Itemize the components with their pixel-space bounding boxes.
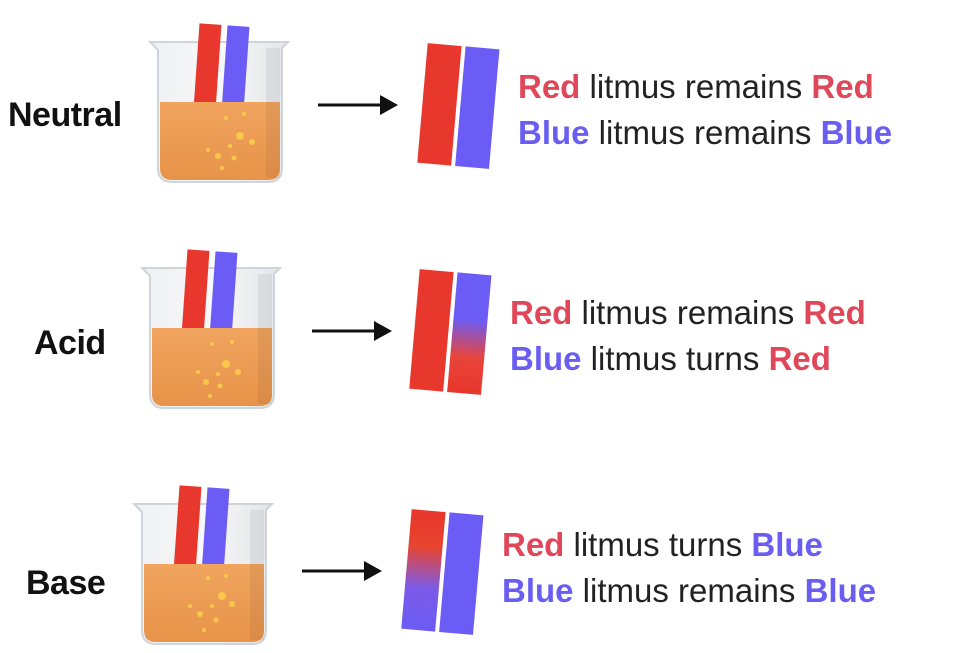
- desc-line-2: Blue litmus remains Blue: [502, 572, 877, 609]
- desc-line-2: Blue litmus remains Blue: [518, 114, 893, 151]
- blue-strip-neutral: [455, 46, 500, 169]
- beaker-base-icon: [132, 485, 275, 645]
- arrow-acid-icon: [312, 321, 392, 341]
- desc-line-1: Red litmus remains Red: [518, 68, 874, 105]
- arrow-base-icon: [302, 561, 382, 581]
- strip-pair-base: [401, 509, 484, 635]
- strip-pair-acid: [409, 269, 492, 395]
- red-strip-acid: [409, 269, 454, 392]
- red-strip-neutral: [417, 43, 462, 166]
- desc-line-2: Blue litmus turns Red: [510, 340, 831, 377]
- beaker-neutral-icon: [148, 23, 291, 183]
- row-label-acid: Acid: [34, 324, 106, 362]
- description-acid: Red litmus remains Red Blue litmus turns…: [510, 290, 866, 382]
- row-label-base: Base: [26, 564, 106, 602]
- desc-line-1: Red litmus remains Red: [510, 294, 866, 331]
- row-neutral: Neutral Red litmus remains Red Blue litm…: [0, 0, 960, 200]
- red-strip-base: [401, 509, 446, 632]
- desc-line-1: Red litmus turns Blue: [502, 526, 823, 563]
- row-base: Base Red litmus turns Blue Blue litmus r…: [0, 450, 960, 650]
- beaker-acid-icon: [140, 249, 283, 409]
- row-label-neutral: Neutral: [8, 96, 122, 134]
- arrow-neutral-icon: [318, 95, 398, 115]
- blue-strip-acid: [447, 272, 492, 395]
- description-base: Red litmus turns Blue Blue litmus remain…: [502, 522, 876, 614]
- blue-strip-base: [439, 512, 484, 635]
- row-acid: Acid Red litmus remains Red Blue litmus …: [0, 224, 960, 424]
- description-neutral: Red litmus remains Red Blue litmus remai…: [518, 64, 892, 156]
- strip-pair-neutral: [417, 43, 500, 169]
